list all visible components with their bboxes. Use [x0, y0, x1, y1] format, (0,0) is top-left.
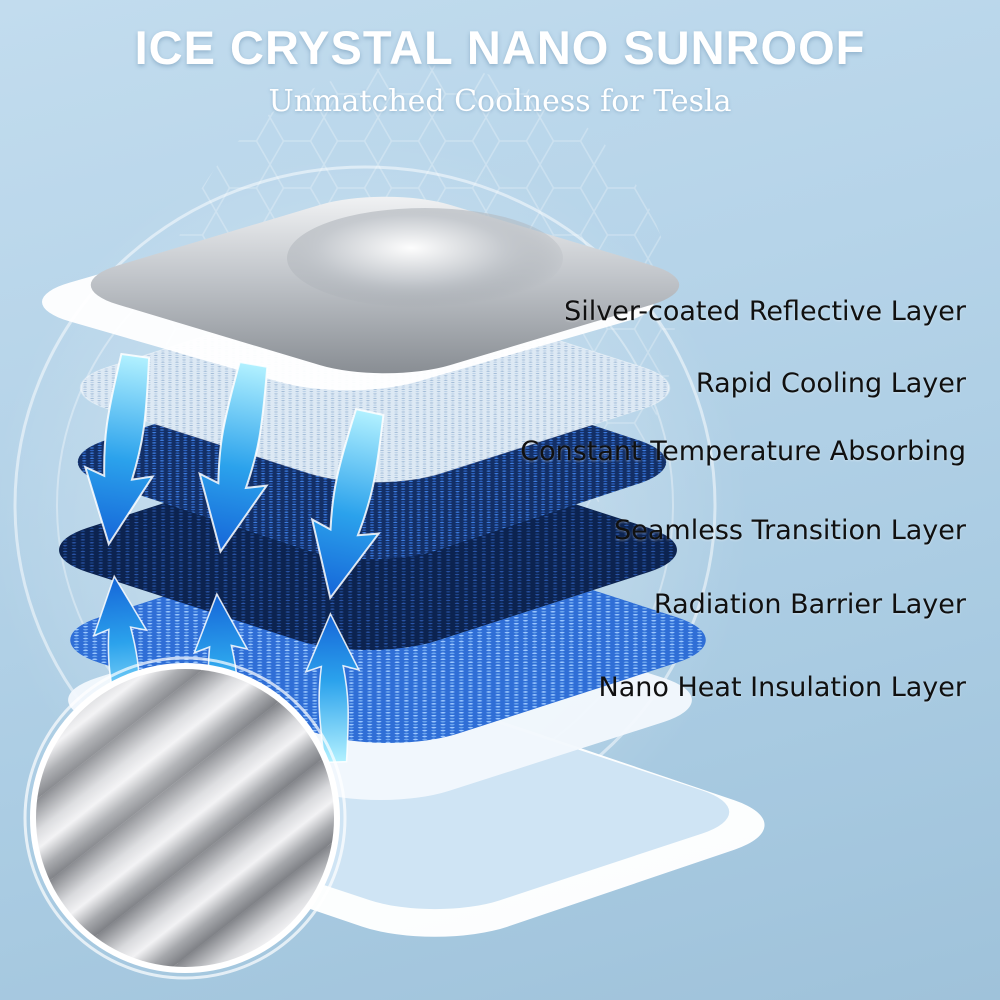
layer-label-radiation-barrier: Radiation Barrier Layer — [653, 589, 966, 620]
page-subtitle: Unmatched Coolness for Tesla — [268, 84, 732, 119]
layer-label-constant-temperature: Constant Temperature Absorbing — [520, 436, 966, 467]
layer-label-nano-heat-insulation: Nano Heat Insulation Layer — [598, 672, 966, 703]
silver-reflective-layer-graphic — [52, 185, 718, 385]
layer-label-silver-reflective: Silver-coated Reflective Layer — [564, 296, 966, 327]
layer-label-seamless-transition: Seamless Transition Layer — [614, 515, 966, 546]
layer-label-rapid-cooling: Rapid Cooling Layer — [695, 368, 966, 399]
page-title: ICE CRYSTAL NANO SUNROOF — [134, 21, 866, 74]
